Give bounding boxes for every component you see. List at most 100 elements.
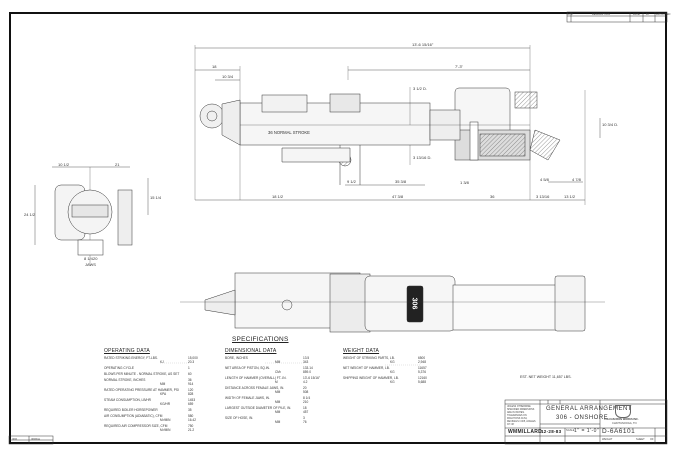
spec-row-unit: KJ <box>160 360 164 364</box>
company-sub: CHATTANOOGA, TN <box>612 422 637 425</box>
end-dim-15-1-4: 15 1/4 <box>150 195 161 200</box>
spec-row-value: 5,376 <box>418 370 426 374</box>
of-label: OF <box>650 438 654 441</box>
spec-row-value: 21.2 <box>188 428 194 432</box>
spec-row-value: 508 <box>303 390 308 394</box>
spec-row-label: BORE, INCHES <box>225 356 248 360</box>
revision-block <box>567 12 667 22</box>
dim-18-1-2: 18 1/2 <box>272 194 283 199</box>
spec-row-label: WEIGHT OF STRIKING PARTS, LB. <box>343 356 395 360</box>
dim-9-1-2: 9 1/2 <box>347 179 356 184</box>
spec-row-label: STEAM CONSUMPTION, LB/HR <box>104 398 151 402</box>
dim-frame-length: 7'-3" <box>455 64 463 69</box>
spec-row-label: RATED STRIKING ENERGY, FT-LBS. <box>104 356 158 360</box>
spec-row-label: NORMAL STROKE, INCHES <box>104 378 145 382</box>
spec-row-label: LARGEST OUTSIDE DIAMETER OF PILE, IN. <box>225 406 291 410</box>
spec-row-unit: KG <box>390 360 395 364</box>
dim-18: 18 <box>212 64 216 69</box>
spec-row-unit: MM <box>275 400 280 404</box>
spec-row-label: NET WEIGHT OF HAMMER, LB. <box>343 366 390 370</box>
rev-by: BY <box>646 13 649 16</box>
rev-sym: SYM <box>567 13 573 16</box>
spec-row-unit: CM² <box>275 370 281 374</box>
drawing-title-line2: 306 - ONSHORE <box>556 415 608 421</box>
spec-row-unit: KPA <box>160 392 166 396</box>
spec-row-value: 4.2 <box>303 380 307 384</box>
spec-row-value: 76 <box>303 420 307 424</box>
dim-3-13-16: 3 13/16 <box>536 194 549 199</box>
end-view <box>35 167 148 265</box>
dim-36: 36 <box>490 194 494 199</box>
spec-row-value: 859.0 <box>303 370 311 374</box>
sheet-label: SHEET <box>636 438 645 441</box>
rev-approved: APPROVED <box>656 13 670 16</box>
spec-row-unit: MM <box>275 360 280 364</box>
weight-label: WEIGHT <box>602 438 612 441</box>
spec-row-value: 35 <box>188 408 192 412</box>
drawing-scale: 1" = 1'-0" <box>574 428 599 434</box>
spec-row-value: 210 <box>303 400 308 404</box>
spec-row-value: 5,688 <box>418 380 426 384</box>
spec-row-value: 1 <box>188 366 190 370</box>
spec-row-value: 828 <box>188 392 193 396</box>
rev-description: DESCRIPTION <box>592 13 610 16</box>
spec-row-value: 914 <box>188 382 193 386</box>
spec-row-unit: M³/MIN <box>160 418 170 422</box>
spec-row-label: SIZE OF HOSE, IN. <box>225 416 253 420</box>
dim-4-5-8: 4 5/8 <box>540 177 549 182</box>
spec-row-label: REQUIRED BOILER HORSEPOWER <box>104 408 158 412</box>
spec-row-label: RATED OPERATING PRESSURE AT HAMMER, PSI <box>104 388 179 392</box>
stamp-code-2: 306KA <box>31 437 40 441</box>
weight-data-heading: WEIGHT DATA <box>343 348 379 354</box>
dim-3-13-16-dia: 3 13/16 D. <box>413 155 431 160</box>
dim-4-7-8: 4 7/8 <box>572 177 581 182</box>
spec-row-unit: MM <box>275 390 280 394</box>
operating-data-heading: OPERATING DATA <box>104 348 150 354</box>
dimensional-data-heading: DIMENSIONAL DATA <box>225 348 276 354</box>
spec-row-value: 343 <box>303 360 308 364</box>
dim-normal-stroke: 36 NORMAL STROKE <box>268 130 310 135</box>
dim-10-3-4-dia: 10 3/4 D. <box>602 122 618 127</box>
end-dim-8-1-4: 8 1/4 <box>84 256 93 261</box>
specifications-title: SPECIFICATIONS <box>232 336 289 343</box>
spec-row-value: 457 <box>303 410 308 414</box>
spec-row-value: 60 <box>188 372 192 376</box>
spec-row-unit: MM <box>160 382 165 386</box>
dim-35-3-8: 35 3/8 <box>395 179 406 184</box>
spec-row-label: NET AREA OF PISTON, SQ.IN. <box>225 366 270 370</box>
dim-47-3-8: 47 3/8 <box>392 194 403 199</box>
stamp-code-1: 306 <box>12 437 17 441</box>
drawing-number: D-6A6101 <box>602 428 635 435</box>
drawn-by: WMMILLARD <box>508 429 542 435</box>
dim-overall-length: 13'-6 15/16" <box>412 42 433 47</box>
spec-row-value: 20.3 <box>188 360 194 364</box>
spec-row-label: BLOWS PER MINUTE - NORMAL STROKE, AS SET <box>104 372 179 376</box>
drawing-date: 12-28-83 <box>541 429 561 434</box>
end-dim-21: 21 <box>115 162 119 167</box>
company-logo-icon <box>615 405 631 418</box>
est-weight-note: EST. NET WEIGHT 11,657 LBS. <box>520 375 572 380</box>
spec-row-value: 659 <box>188 402 193 406</box>
end-dim-24-1-2: 24 1/2 <box>24 212 35 217</box>
dim-1-3-8: 1 3/8 <box>460 180 469 185</box>
dim-13-1-2: 13 1/2 <box>564 194 575 199</box>
dim-10-3-4: 10 3/4 <box>222 74 233 79</box>
product-marking: 306 <box>410 298 417 310</box>
title-block-notes: UNLESS OTHERWISE SPECIFIED DIMENSIONS AR… <box>507 406 539 427</box>
spec-row-unit: M <box>275 380 278 384</box>
end-dim-20: 20 <box>93 256 97 261</box>
plan-view <box>180 273 605 332</box>
spec-row-value: 16.42 <box>188 418 196 422</box>
spec-row-unit: MM <box>275 410 280 414</box>
spec-row-value: 2,948 <box>418 360 426 364</box>
spec-row-unit: KG/HR <box>160 402 170 406</box>
end-jaws-label: JAWS <box>85 262 96 267</box>
spec-row-label: WIDTH OF FEMALE JAWS, IN. <box>225 396 270 400</box>
spec-row-unit: KG <box>390 380 395 384</box>
dim-3-1-2-dia: 3 1/2 D. <box>413 86 427 91</box>
rev-date: DATE <box>633 13 640 16</box>
spec-row-unit: MM <box>275 420 280 424</box>
spec-row-label: AIR CONSUMPTION (ADIABATIC), CFM <box>104 414 162 418</box>
end-dim-10-1-2: 10 1/2 <box>58 162 69 167</box>
